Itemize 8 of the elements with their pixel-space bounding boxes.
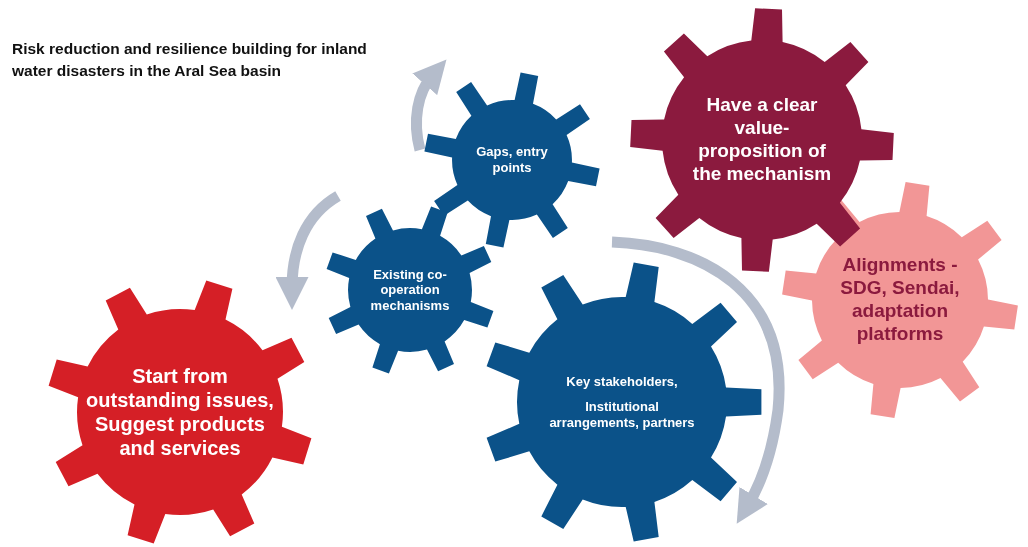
gear-label: Gaps, entry points (475, 144, 549, 176)
gear-label: Key stakeholders, (566, 373, 678, 390)
diagram-title: Risk reduction and resilience building for inland water disasters in the Aral Sea basin (12, 39, 368, 82)
gear-label: Alignments - SDG, Sendai, adaptation platforms (839, 254, 961, 346)
gear-label: Existing co-operation mechanisms (369, 266, 451, 314)
gear-label: Start from outstanding issues, Suggest products and services (85, 364, 275, 460)
gear-label: Have a clear value-proposition of the mechanism (691, 94, 833, 186)
gear-label: Institutional arrangements, partners (548, 399, 696, 431)
